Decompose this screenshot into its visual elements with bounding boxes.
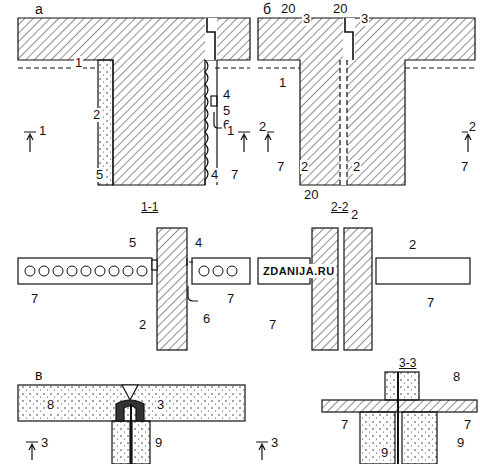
callout-number: 3 [302,12,311,26]
callout-number: 4 [194,236,203,250]
section-title: 2-2 [330,200,349,214]
callout-number: 2 [350,208,359,222]
callout-number: 1 [38,124,47,138]
callout-number: 1 [74,56,83,70]
callout-number: 2 [138,318,147,332]
callout-number: а [34,2,44,16]
callout-number: 5 [222,104,231,118]
callout-number: 2 [258,120,267,134]
callout-number: 7 [460,160,469,174]
callout-number: 7 [268,318,277,332]
callout-number: 6 [202,312,211,326]
callout-number: 7 [340,418,349,432]
section-title: 1-1 [140,200,159,214]
callout-number: 20 [332,2,348,16]
callout-number: 8 [46,398,55,412]
callout-number: 7 [226,292,235,306]
callout-number: 7 [463,418,472,432]
callout-number: 1 [278,76,287,90]
callout-number: 8 [452,370,461,384]
section-title: 3-3 [398,356,417,370]
callout-number: 7 [276,160,285,174]
callout-number: 4 [222,88,231,102]
callout-number: 4 [210,168,219,182]
callout-number: 20 [280,2,296,16]
callout-number: 3 [156,398,165,412]
callout-number: 7 [30,292,39,306]
callout-number: 5 [95,168,104,182]
callout-number: 2 [408,238,417,252]
callout-number: 2 [300,160,309,174]
callout-number: 7 [426,296,435,310]
callout-number: 3 [270,436,279,450]
callout-number: 3 [40,436,49,450]
callout-number: 2 [468,120,477,134]
callout-number: 9 [154,436,163,450]
callout-number: б [262,2,272,16]
callout-number: 5 [128,236,137,250]
watermark: ZDANIJA.RU [262,264,336,278]
callout-number: 2 [92,108,101,122]
callout-number: 1 [226,124,235,138]
callout-number: 7 [230,168,239,182]
callout-number: 2 [352,160,361,174]
callout-number: в [34,368,43,382]
callout-number: 9 [456,436,465,450]
callout-number: 20 [303,188,319,202]
callout-number: 9 [380,446,389,460]
callout-number: 3 [360,12,369,26]
